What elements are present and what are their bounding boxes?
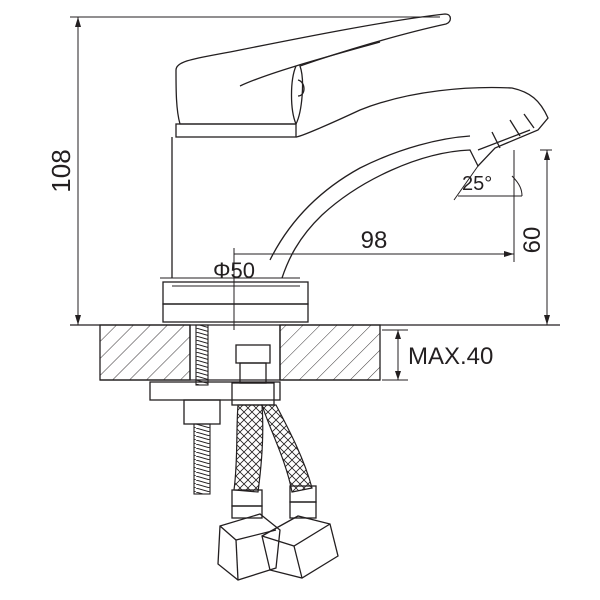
dimension-height-label: 108: [46, 149, 76, 192]
hex-nut-right: [261, 501, 339, 579]
dimension-reach-label: 98: [361, 227, 388, 254]
dimension-spout-height-label: 60: [519, 227, 546, 254]
dimension-angle-25: 25°: [453, 165, 523, 201]
dimension-spout-height-60: 60: [519, 149, 552, 325]
faucet-handle: [175, 13, 452, 138]
faucet-body: [171, 86, 549, 279]
faucet-base: [160, 248, 309, 330]
dimension-angle-label: 25°: [462, 173, 492, 195]
dimension-diameter-label: Φ50: [213, 258, 255, 283]
dimension-height-108: 108: [46, 16, 440, 325]
mounting-stud: [149, 324, 281, 495]
dimension-diameter-50: Φ50: [172, 258, 300, 287]
dimension-reach-98: 98: [234, 150, 515, 262]
hose-connector: [231, 344, 275, 406]
braided-hoses: [231, 404, 317, 507]
hex-nut-left: [217, 505, 281, 581]
dimension-max-label: MAX.40: [408, 343, 493, 370]
dimension-max-40: MAX.40: [382, 329, 493, 381]
